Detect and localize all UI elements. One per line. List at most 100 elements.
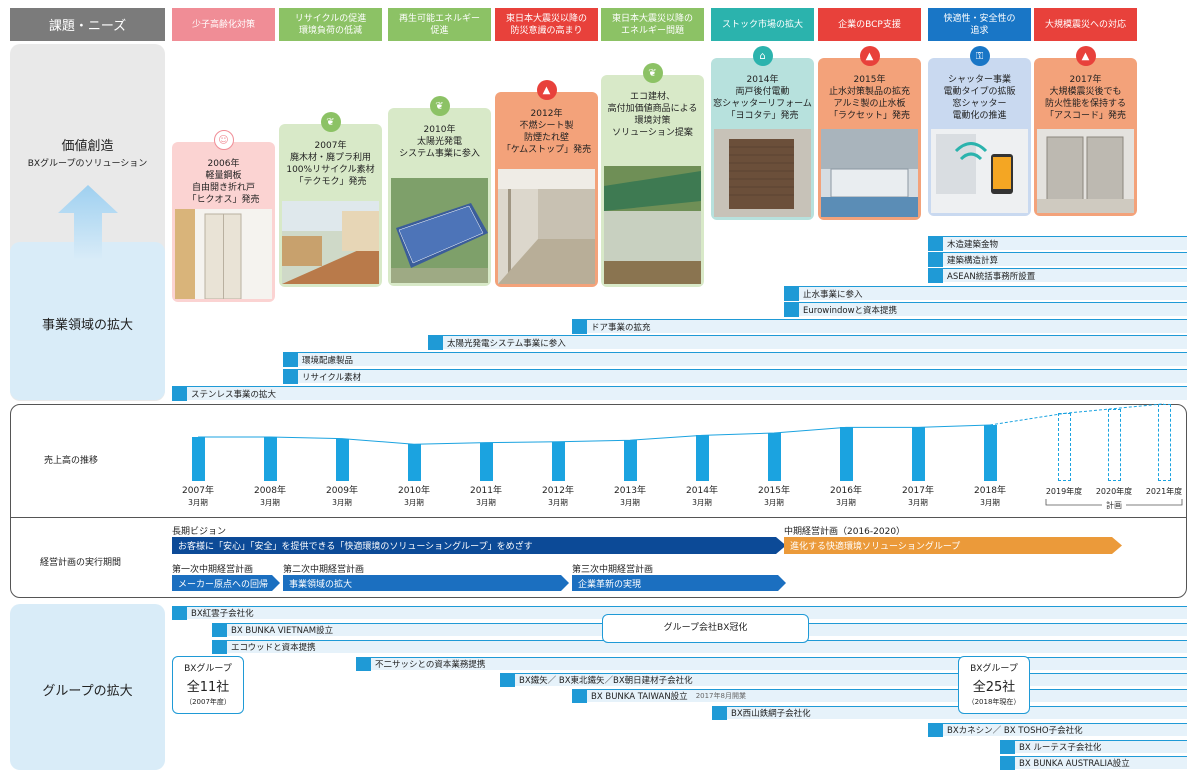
business-bar: 環境配慮製品	[283, 352, 1187, 367]
business-bar: 止水事業に参入	[784, 286, 1187, 301]
business-expansion-title: 事業領域の拡大	[41, 318, 133, 333]
group-expansion-title: グループの拡大	[42, 684, 133, 699]
disaster-icon: ▲	[859, 46, 880, 66]
group-count-2007: BXグループ 全11社 （2007年度）	[172, 656, 244, 714]
group-bar: BX紅雲子会社化	[172, 606, 1187, 620]
plan3-heading: 第三次中期経営計画	[572, 565, 654, 575]
leaf-icon: ❦	[429, 96, 450, 116]
plan2-heading: 第二次中期経営計画	[283, 565, 365, 575]
group-bar: BX鐵矢／ BX東北鐵矢／BX朝日建材子会社化	[500, 673, 1187, 687]
sales-bar	[480, 442, 493, 481]
solution-card-2012: ▲ 2012年不燃シート製防煙たれ壁「ケムストップ」発売	[495, 80, 598, 287]
product-photo	[498, 169, 595, 284]
product-photo	[282, 201, 379, 284]
mid-plan-text: 進化する快適環境ソリューショングループ	[790, 542, 961, 552]
need-6: ストック市場の拡大	[711, 8, 814, 41]
planned-year-label: 2019年度	[1045, 487, 1083, 496]
leaf-icon: ❦	[320, 112, 341, 132]
plan1-heading: 第一次中期経営計画	[172, 565, 254, 575]
planned-year-label: 2020年度	[1095, 487, 1133, 496]
solution-card-eco: ❦ エコ建材、高付加価値商品による環境対策ソリューション提案	[601, 63, 704, 287]
business-expansion-panel	[10, 242, 165, 400]
product-photo	[714, 129, 811, 217]
sales-bar	[696, 435, 709, 481]
plan3-text: 企業革新の実現	[578, 579, 642, 590]
value-creation-title: 価値創造	[61, 139, 114, 154]
business-bar: 太陽光発電システム事業に参入	[428, 335, 1187, 350]
divider	[10, 517, 1187, 518]
plan2-text: 事業領域の拡大	[289, 579, 353, 590]
future-plan-label: 計画	[1044, 500, 1184, 511]
sales-bar	[840, 427, 853, 481]
long-vision-text: お客様に「安心」「安全」を提供できる「快適環境のソリューショングループ」をめざす	[178, 542, 533, 552]
group-bar: BXカネシン／ BX TOSHO子会社化	[928, 723, 1187, 737]
need-2: リサイクルの促進環境負荷の低減	[279, 8, 382, 41]
group-bar: BX西山鉄網子会社化	[712, 706, 1187, 720]
group-bar: BX BUNKA AUSTRALIA設立	[1000, 756, 1187, 770]
solution-card-2010: ❦ 2010年太陽光発電システム事業に参入	[388, 96, 491, 286]
planned-sales-bar	[1058, 413, 1071, 481]
business-bar: 木造建築金物	[928, 236, 1187, 251]
business-bar: 建築構造計算	[928, 252, 1187, 267]
business-bar: ASEAN統括事務所設置	[928, 268, 1187, 283]
header-title: 課題・ニーズ	[10, 8, 165, 41]
product-photo	[931, 129, 1028, 213]
up-arrow-icon	[58, 185, 118, 260]
planned-sales-bar	[1108, 408, 1121, 481]
sales-plan-panel	[10, 404, 1187, 598]
value-creation-subtitle: BXグループのソリューション	[27, 159, 148, 169]
business-bar: Eurowindowと資本提携	[784, 302, 1187, 317]
product-photo	[821, 129, 918, 217]
business-bar: ステンレス事業の拡大	[172, 386, 1187, 401]
sales-bar	[408, 444, 421, 481]
business-bar: ドア事業の拡充	[572, 319, 1187, 334]
sales-bar	[552, 441, 565, 481]
need-8: 快適性・安全性の追求	[928, 8, 1031, 41]
sales-label: 売上高の推移	[44, 456, 99, 466]
plan2-arrow	[283, 575, 569, 591]
need-9: 大規模震災への対応	[1034, 8, 1137, 41]
disaster-icon: ▲	[536, 80, 557, 100]
need-3: 再生可能エネルギー促進	[388, 8, 491, 41]
sales-bar	[912, 427, 925, 481]
need-1: 少子高齢化対策	[172, 8, 275, 41]
sales-bar	[768, 433, 781, 481]
need-4: 東日本大震災以降の防災意識の高まり	[495, 8, 598, 41]
group-expansion-panel	[10, 604, 165, 770]
planned-year-label: 2021年度	[1145, 487, 1183, 496]
sales-bar	[192, 437, 205, 481]
plan1-text: メーカー原点への回帰	[178, 579, 269, 590]
solution-card-2017: ▲ 2017年大規模震災後でも防火性能を保持する「アスコード」発売	[1034, 46, 1137, 216]
long-vision-arrow	[172, 537, 786, 554]
plan1-arrow	[172, 575, 280, 591]
lock-icon: ⚿	[969, 46, 990, 66]
sales-trend-line	[198, 403, 1165, 445]
plan3-arrow	[572, 575, 786, 591]
need-7: 企業のBCP支援	[818, 8, 921, 41]
product-photo	[391, 178, 488, 283]
bx-brand-box: グループ会社BX冠化	[602, 614, 809, 643]
group-bar: 不二サッシとの資本業務提携	[356, 657, 1187, 671]
house-icon: ⌂	[752, 46, 773, 66]
sales-bar	[336, 438, 349, 481]
mid-plan-arrow	[784, 537, 1122, 554]
solution-card-2014: ⌂ 2014年両戸後付電動窓シャッターリフォーム「ヨコタテ」発売	[711, 46, 814, 220]
product-photo	[1037, 129, 1134, 213]
sales-bar	[624, 440, 637, 481]
mid-plan-heading: 中期経営計画（2016-2020）	[784, 527, 906, 537]
product-photo	[604, 166, 701, 284]
solution-card-shutter: ⚿ シャッター事業電動タイプの拡販窓シャッター電動化の推進	[928, 46, 1031, 216]
